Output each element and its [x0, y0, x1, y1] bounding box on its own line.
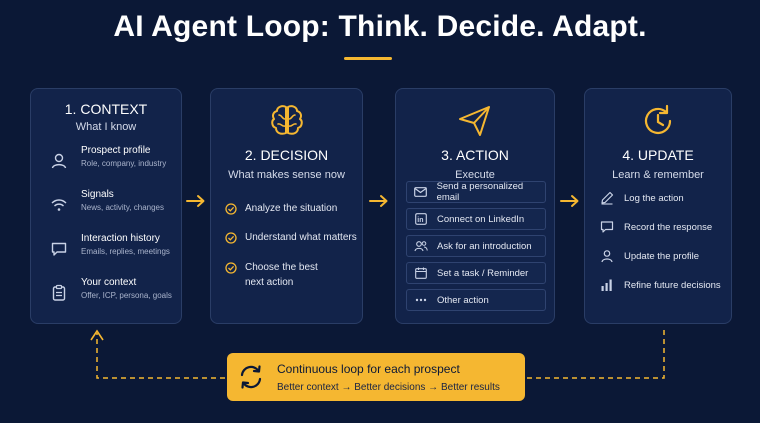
- people-icon: [414, 239, 428, 253]
- chat-bubble-icon: [45, 235, 73, 263]
- update-item: Record the response: [599, 219, 712, 235]
- cycle-arrows-icon: [240, 365, 262, 389]
- context-item-title: Signals: [81, 189, 114, 200]
- update-item-label: Log the action: [624, 192, 684, 204]
- action-item-label: Set a task / Reminder: [437, 267, 529, 279]
- refresh-clock-icon: [644, 104, 672, 134]
- person-icon: [599, 248, 615, 264]
- paper-plane-icon: [459, 106, 490, 136]
- update-item: Update the profile: [599, 248, 699, 264]
- wifi-signal-icon: [45, 191, 73, 219]
- context-item-signals: Signals News, activity, changes: [45, 189, 177, 219]
- action-item-linkedin: in Connect on LinkedIn: [406, 208, 546, 230]
- loop-subtitle: Better context → Better decisions → Bett…: [277, 382, 500, 393]
- decision-step: Choose the best next action: [225, 260, 335, 290]
- action-item-label: Send a personalized email: [436, 181, 524, 203]
- context-item-your-context: Your context Offer, ICP, persona, goals: [45, 277, 177, 307]
- update-item: Log the action: [599, 190, 684, 206]
- context-item-desc: Offer, ICP, persona, goals: [81, 291, 172, 300]
- context-item-interaction-history: Interaction history Emails, replies, mee…: [45, 233, 177, 263]
- brain-icon: [270, 105, 303, 135]
- context-item-desc: News, activity, changes: [81, 203, 164, 212]
- decision-step-label: Analyze the situation: [245, 203, 338, 214]
- context-card: 1. CONTEXT What I know Prospect profile …: [30, 88, 182, 324]
- context-item-prospect-profile: Prospect profile Role, company, industry: [45, 145, 177, 175]
- action-subheading: Execute: [455, 169, 495, 181]
- decision-heading: 2. DECISION: [244, 147, 329, 163]
- action-item-introduction: Ask for an introduction: [406, 235, 546, 257]
- mail-icon: [414, 185, 428, 199]
- context-item-title: Interaction history: [81, 233, 160, 244]
- decision-step-label: Understand what matters: [245, 232, 357, 243]
- decision-step: Understand what matters: [225, 230, 357, 245]
- check-circle-icon: [225, 203, 237, 215]
- action-card: 3. ACTION Execute Send a personalized em…: [395, 88, 555, 324]
- svg-text:in: in: [417, 217, 423, 224]
- clipboard-icon: [45, 279, 73, 307]
- chat-bubble-icon: [599, 219, 615, 235]
- decision-step-label: Choose the best next action: [245, 262, 318, 288]
- context-item-desc: Role, company, industry: [81, 159, 167, 168]
- action-heading: 3. ACTION: [441, 147, 509, 163]
- update-subheading: Learn & remember: [612, 169, 704, 181]
- loop-callout: Continuous loop for each prospect Better…: [227, 353, 525, 401]
- context-subheading: What I know: [75, 121, 137, 133]
- action-item-other: Other action: [406, 289, 546, 311]
- arrow-right-icon: [369, 195, 388, 207]
- linkedin-icon: in: [414, 212, 428, 226]
- page-title: AI Agent Loop: Think. Decide. Adapt.: [113, 10, 647, 43]
- decision-subheading: What makes sense now: [228, 169, 345, 181]
- action-item-task: Set a task / Reminder: [406, 262, 546, 284]
- loop-title: Continuous loop for each prospect: [277, 362, 460, 376]
- context-heading: 1. CONTEXT: [64, 101, 148, 117]
- update-item-label: Refine future decisions: [624, 279, 721, 291]
- arrow-right-icon: [560, 195, 579, 207]
- update-item: Refine future decisions: [599, 277, 721, 293]
- update-card: 4. UPDATE Learn & remember Log the actio…: [584, 88, 732, 324]
- calendar-icon: [414, 266, 428, 280]
- action-item-email: Send a personalized email: [406, 181, 546, 203]
- action-item-label: Connect on LinkedIn: [437, 213, 525, 225]
- context-item-desc: Emails, replies, meetings: [81, 247, 170, 256]
- arrow-right-icon: [186, 195, 205, 207]
- context-item-title: Prospect profile: [81, 145, 151, 156]
- decision-card: 2. DECISION What makes sense now Analyze…: [210, 88, 363, 324]
- context-item-title: Your context: [81, 277, 137, 288]
- update-item-label: Update the profile: [624, 250, 699, 262]
- more-dots-icon: [414, 293, 428, 307]
- bar-chart-icon: [599, 277, 615, 293]
- update-item-label: Record the response: [624, 221, 713, 233]
- update-heading: 4. UPDATE: [622, 147, 694, 163]
- title-underline: [344, 57, 392, 60]
- pencil-icon: [599, 190, 615, 206]
- check-circle-icon: [225, 232, 237, 244]
- person-icon: [45, 147, 73, 175]
- check-circle-icon: [225, 262, 237, 274]
- action-item-label: Other action: [437, 294, 489, 306]
- decision-step: Analyze the situation: [225, 201, 337, 216]
- action-item-label: Ask for an introduction: [437, 240, 532, 252]
